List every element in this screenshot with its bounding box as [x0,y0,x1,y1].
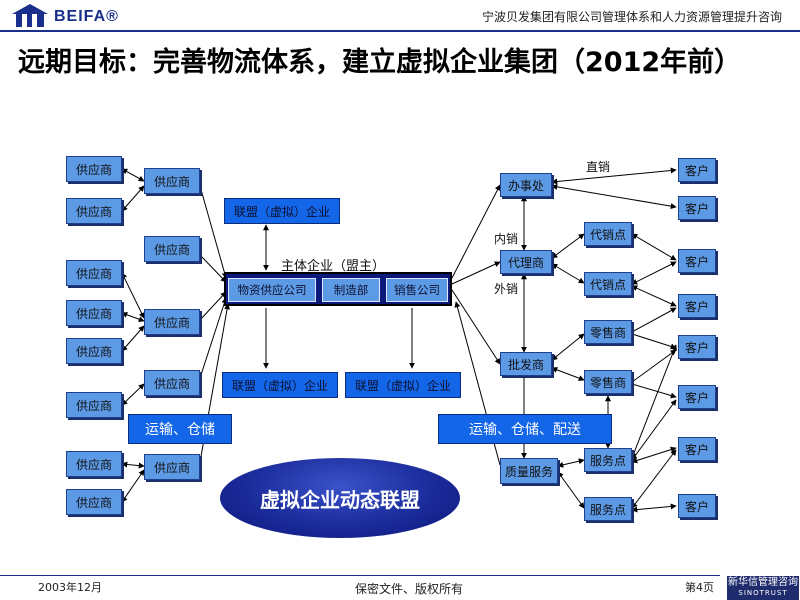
channel-quality-service: 质量服务 [500,458,558,484]
customer-box: 客户 [678,249,716,273]
sinotrust-logo: 新华信管理咨询 SINOTRUST [727,576,799,600]
brand-logo-text: BEIFA® [54,8,119,25]
virtual-alliance-ellipse: 虚拟企业动态联盟 [220,458,460,538]
main-enterprise-label: 主体企业（盟主） [281,259,386,274]
outlet-box: 代销点 [584,272,632,296]
customer-box: 客户 [678,494,716,518]
supplier-box: 供应商 [66,489,122,515]
footer-page-number: 第4页 [685,581,714,594]
supplier-box: 供应商 [66,156,122,182]
outlet-box: 零售商 [584,320,632,344]
supplier-box: 供应商 [66,300,122,326]
supplier-box: 供应商 [144,454,200,480]
label-direct-sales: 直销 [586,160,611,174]
supplier-box: 供应商 [144,236,200,262]
footer-date: 2003年12月 [38,581,102,594]
outlet-box: 服务点 [584,448,632,472]
sinotrust-logo-en: SINOTRUST [738,589,788,597]
channel-agent: 代理商 [500,250,552,274]
customer-box: 客户 [678,294,716,318]
sinotrust-logo-cn: 新华信管理咨询 [728,577,798,588]
supplier-box: 供应商 [66,338,122,364]
page-title: 远期目标：完善物流体系，建立虚拟企业集团（2012年前） [18,47,742,78]
outlet-box: 代销点 [584,222,632,246]
main-unit-manufacturing: 制造部 [322,278,380,302]
header-subtitle: 宁波贝发集团有限公司管理体系和人力资源管理提升咨询 [481,10,782,24]
main-unit-supply: 物资供应公司 [228,278,316,302]
label-internal-sales: 内销 [494,232,519,246]
main-enterprise-group: 物资供应公司 制造部 销售公司 [224,272,452,306]
alliance-box: 联盟（虚拟）企业 [222,372,338,398]
supplier-box: 供应商 [144,309,200,335]
supplier-box: 供应商 [66,451,122,477]
outlet-box: 服务点 [584,497,632,521]
transport-left-band: 运输、仓储 [128,414,232,444]
supplier-box: 供应商 [144,168,200,194]
beifa-logo-icon [12,4,48,27]
supplier-box: 供应商 [66,198,122,224]
customer-box: 客户 [678,335,716,359]
header-divider [0,30,800,32]
supplier-box: 供应商 [144,370,200,396]
outlet-box: 零售商 [584,370,632,394]
label-external-sales: 外销 [494,282,519,296]
customer-box: 客户 [678,196,716,220]
supplier-box: 供应商 [66,392,122,418]
main-unit-sales: 销售公司 [386,278,448,302]
customer-box: 客户 [678,385,716,409]
customer-box: 客户 [678,437,716,461]
transport-right-band: 运输、仓储、配送 [438,414,612,444]
alliance-box: 联盟（虚拟）企业 [345,372,461,398]
footer-divider [0,575,720,576]
footer-confidential: 保密文件、版权所有 [355,582,464,596]
alliance-box: 联盟（虚拟）企业 [224,198,340,224]
customer-box: 客户 [678,158,716,182]
supplier-box: 供应商 [66,260,122,286]
channel-office: 办事处 [500,173,552,197]
channel-wholesaler: 批发商 [500,352,552,376]
